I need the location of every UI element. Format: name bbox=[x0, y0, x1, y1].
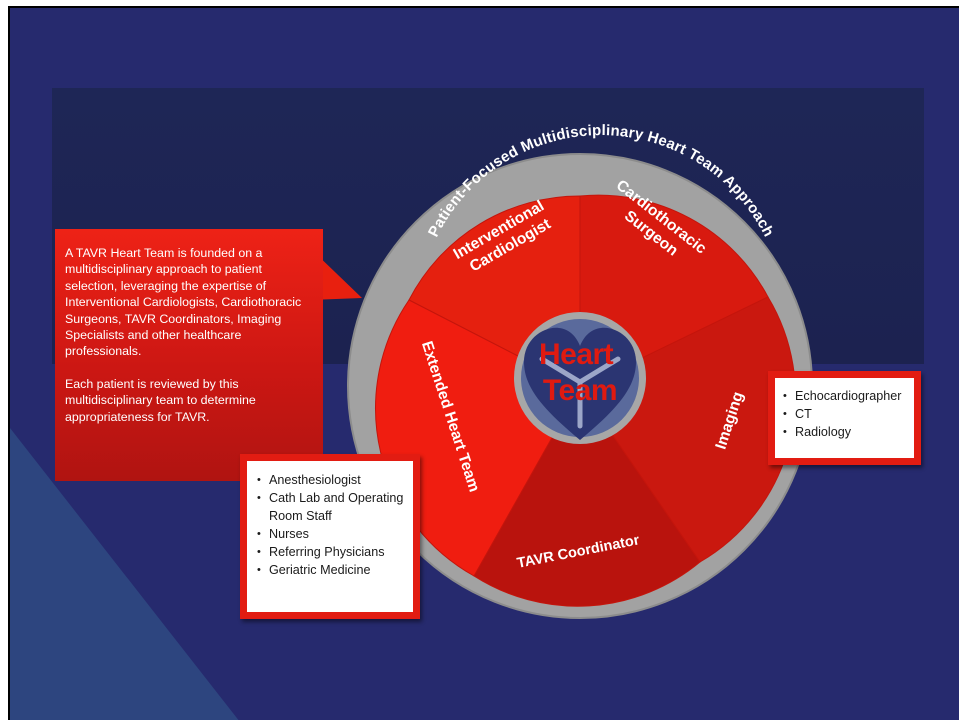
list-item: Echocardiographer bbox=[783, 387, 906, 405]
center-title: Heart Team bbox=[539, 338, 621, 407]
extended-team-box-inner: Anesthesiologist Cath Lab and Operating … bbox=[247, 461, 413, 612]
imaging-list: Echocardiographer CT Radiology bbox=[783, 387, 906, 441]
extended-team-list: Anesthesiologist Cath Lab and Operating … bbox=[257, 471, 405, 579]
heart-team-diagram: Patient-Focused Multidisciplinary Heart … bbox=[10, 88, 924, 720]
list-item: CT bbox=[783, 405, 906, 423]
list-item: Radiology bbox=[783, 423, 906, 441]
list-item: Nurses bbox=[257, 525, 405, 543]
slide: Patient-Focused Multidisciplinary Heart … bbox=[8, 6, 959, 720]
description-callout: A TAVR Heart Team is founded on a multid… bbox=[55, 229, 323, 481]
extended-team-box: Anesthesiologist Cath Lab and Operating … bbox=[240, 454, 420, 619]
list-item: Geriatric Medicine bbox=[257, 561, 405, 579]
segment-tavr-coordinator[interactable] bbox=[473, 387, 701, 607]
imaging-box-inner: Echocardiographer CT Radiology bbox=[775, 378, 914, 458]
callout-paragraph-1: A TAVR Heart Team is founded on a multid… bbox=[65, 246, 302, 359]
heart-divider-lines bbox=[539, 356, 621, 429]
imaging-box: Echocardiographer CT Radiology bbox=[768, 371, 921, 465]
background-wedge bbox=[10, 428, 239, 720]
list-item: Cath Lab and Operating Room Staff bbox=[257, 489, 405, 525]
list-item: Referring Physicians bbox=[257, 543, 405, 561]
list-item: Anesthesiologist bbox=[257, 471, 405, 489]
callout-pointer bbox=[310, 248, 362, 300]
callout-paragraph-2: Each patient is reviewed by this multidi… bbox=[65, 376, 256, 424]
